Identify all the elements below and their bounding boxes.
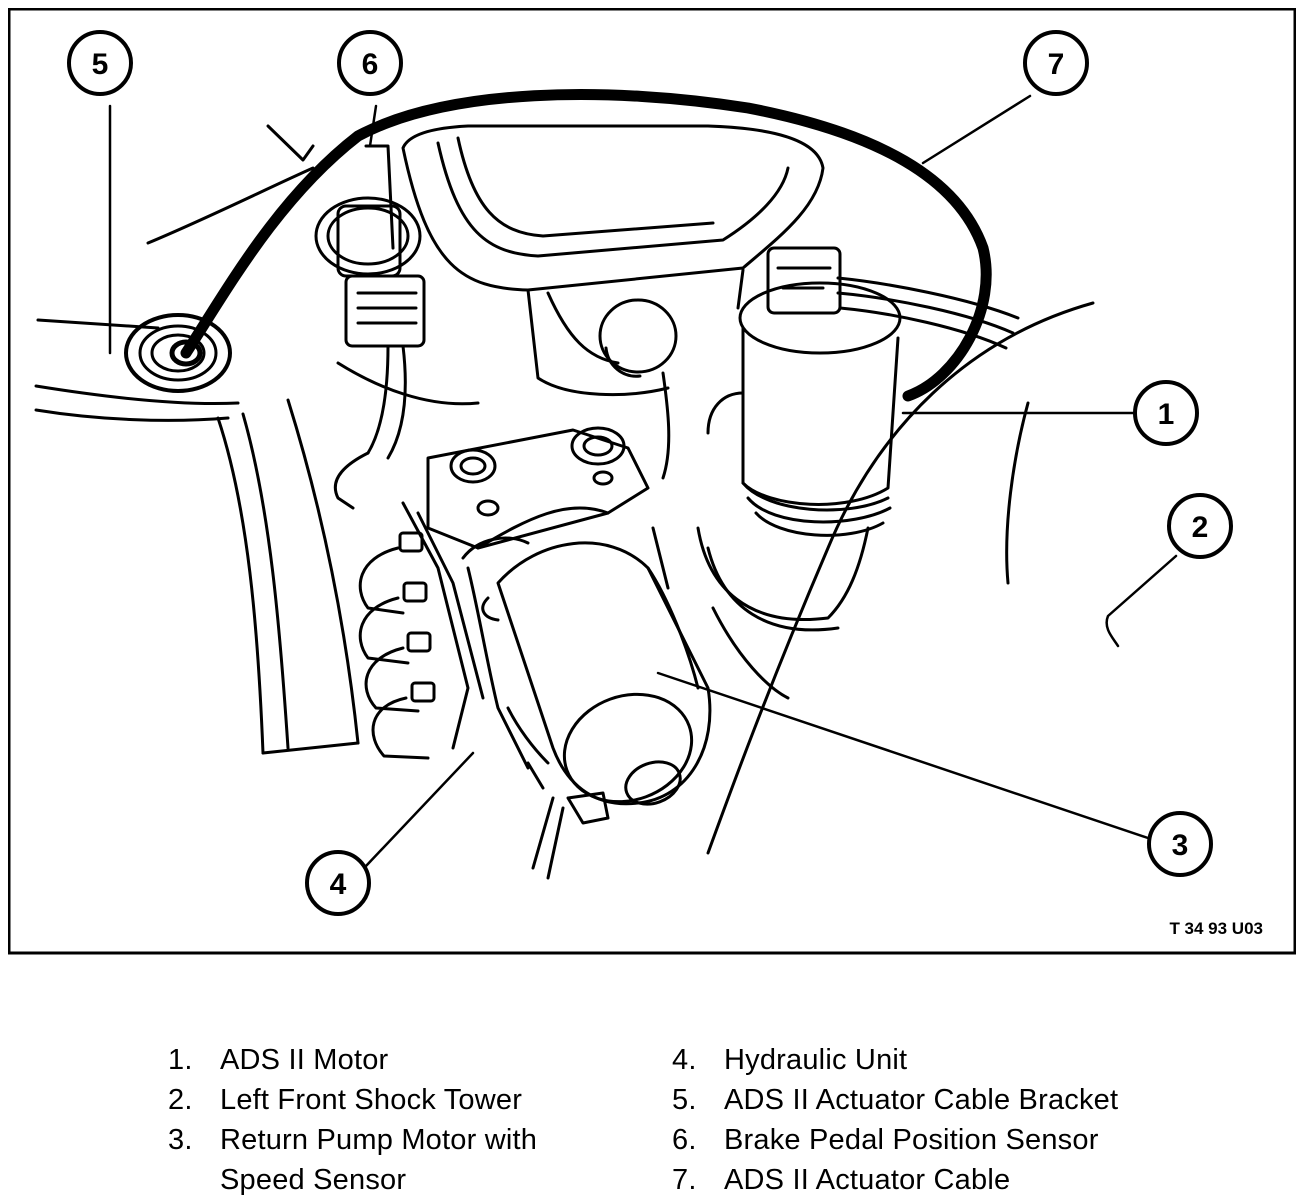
leader-7 bbox=[921, 94, 1032, 165]
legend-index: 5. bbox=[672, 1084, 697, 1116]
callout-5: 5 bbox=[67, 30, 133, 96]
legend-item-3-continued: Speed Sensor bbox=[168, 1160, 537, 1200]
legend-label: Speed Sensor bbox=[220, 1164, 407, 1196]
callout-6: 6 bbox=[337, 30, 403, 96]
callout-number: 1 bbox=[1158, 398, 1175, 431]
leader-6 bbox=[368, 104, 378, 148]
legend-index: 1. bbox=[168, 1044, 193, 1076]
shock-tower bbox=[706, 301, 1095, 855]
callout-1: 1 bbox=[1133, 380, 1199, 446]
callout-number: 6 bbox=[362, 48, 379, 81]
leader-3 bbox=[656, 671, 1150, 840]
legend-label: ADS II Actuator Cable bbox=[724, 1164, 1011, 1196]
ads-ii-motor bbox=[696, 246, 1020, 700]
parts-legend: 1. ADS II Motor 2. Left Front Shock Towe… bbox=[0, 1040, 1312, 1200]
legend-column-right: 4. Hydraulic Unit 5. ADS II Actuator Cab… bbox=[672, 1040, 1118, 1200]
actuator-cable bbox=[180, 89, 992, 402]
legend-item-5: 5. ADS II Actuator Cable Bracket bbox=[672, 1080, 1118, 1120]
legend-index: 4. bbox=[672, 1044, 697, 1076]
legend-index: 2. bbox=[168, 1084, 193, 1116]
legend-label: Brake Pedal Position Sensor bbox=[724, 1124, 1099, 1156]
legend-label: ADS II Motor bbox=[220, 1044, 389, 1076]
figure-frame bbox=[8, 8, 1296, 955]
cable-bracket bbox=[124, 313, 232, 393]
legend-label: Left Front Shock Tower bbox=[220, 1084, 523, 1116]
callout-2: 2 bbox=[1167, 493, 1233, 559]
callout-number: 5 bbox=[92, 48, 109, 81]
callout-4: 4 bbox=[305, 850, 371, 916]
legend-label: Return Pump Motor with bbox=[220, 1124, 538, 1156]
legend-item-3: 3. Return Pump Motor with bbox=[168, 1120, 537, 1160]
legend-index: 3. bbox=[168, 1124, 193, 1156]
brake-pedal-position-sensor bbox=[314, 144, 426, 510]
callout-7: 7 bbox=[1023, 30, 1089, 96]
legend-label: Hydraulic Unit bbox=[724, 1044, 908, 1076]
legend-item-2: 2. Left Front Shock Tower bbox=[168, 1080, 537, 1120]
left-body-panel bbox=[34, 124, 360, 755]
return-pump-motor bbox=[461, 526, 712, 880]
legend-index: 7. bbox=[672, 1164, 697, 1196]
hydraulic-unit bbox=[358, 426, 650, 770]
leader-2 bbox=[1105, 554, 1178, 648]
callout-number: 4 bbox=[330, 868, 347, 901]
legend-item-6: 6. Brake Pedal Position Sensor bbox=[672, 1120, 1118, 1160]
reservoir-cap bbox=[598, 298, 678, 480]
leader-4 bbox=[364, 751, 475, 868]
legend-column-left: 1. ADS II Motor 2. Left Front Shock Towe… bbox=[168, 1040, 537, 1200]
callout-number: 7 bbox=[1048, 48, 1065, 81]
legend-index: 6. bbox=[672, 1124, 697, 1156]
legend-item-1: 1. ADS II Motor bbox=[168, 1040, 537, 1080]
legend-label: ADS II Actuator Cable Bracket bbox=[724, 1084, 1119, 1116]
callout-number: 2 bbox=[1192, 511, 1209, 544]
legend-item-7: 7. ADS II Actuator Cable bbox=[672, 1160, 1118, 1200]
callout-number: 3 bbox=[1172, 829, 1189, 862]
figure-reference-code: T 34 93 U03 bbox=[1169, 919, 1263, 938]
master-cylinder-reservoir bbox=[336, 124, 825, 406]
callout-leaders bbox=[108, 94, 1178, 868]
callout-3: 3 bbox=[1147, 811, 1213, 877]
legend-item-4: 4. Hydraulic Unit bbox=[672, 1040, 1118, 1080]
component-diagram: 1 2 3 4 5 6 7 T 34 93 U03 bbox=[8, 8, 1296, 955]
